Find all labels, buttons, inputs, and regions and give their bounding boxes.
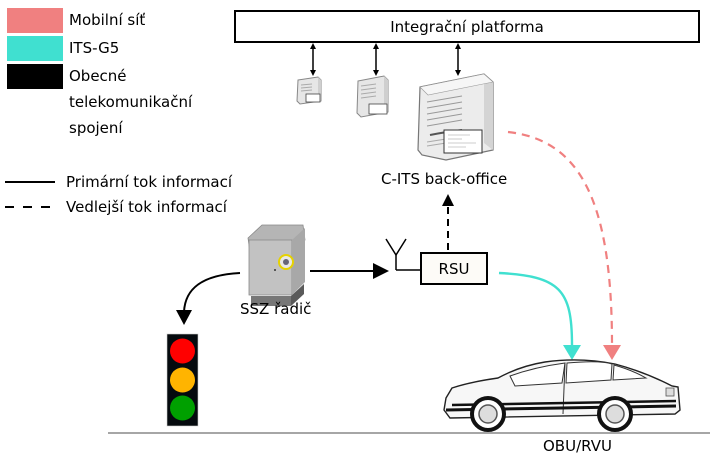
legend-label-general-line3: spojení [69,119,123,137]
flow-mobile-backoffice-to-vehicle [507,130,614,346]
flow-controller-to-traffic-light-arrowhead [176,310,192,325]
rsu-box: RSU [420,252,488,285]
flow-mobile-arrowhead [603,345,621,360]
flow-its-g5-arrowhead [563,345,581,360]
flow-rsu-to-backoffice-arrowhead [442,194,454,206]
legend-label-general-line2: telekomunikační [69,93,193,111]
rsu-label: RSU [438,259,470,278]
vehicle-label: OBU/RVU [543,437,612,455]
traffic-controller-label: SSZ řadič [240,300,312,318]
legend-swatch-mobile [7,8,63,33]
traffic-light-amber [170,367,195,393]
back-office-label: C-ITS back-office [381,170,508,188]
legend-swatch-general [7,64,63,89]
legend-label-its-g5: ITS-G5 [69,39,120,57]
flow-controller-to-traffic-light [183,272,241,313]
flow-its-g5-rsu-to-vehicle [498,271,574,346]
server-small-icon [296,76,322,105]
server-medium-icon [356,75,389,118]
flow-controller-to-rsu-arrowhead [373,263,389,279]
antenna-icon [385,238,420,271]
traffic-light-green [170,395,195,421]
traffic-light-icon [166,333,199,427]
back-office-server-icon [417,73,494,161]
legend-label-general-line1: Obecné [69,67,127,85]
legend-swatch-its-g5 [7,36,63,61]
integration-platform-label: Integrační platforma [390,17,544,36]
integration-platform-box: Integrační platforma [234,10,700,43]
traffic-light-red [170,338,195,364]
legend-label-secondary-flow: Vedlejší tok informací [66,198,227,216]
car-icon [443,359,681,432]
traffic-controller-cabinet-icon [247,224,306,306]
legend-label-mobile: Mobilní síť [69,11,146,29]
legend-label-primary-flow: Primární tok informací [66,173,233,191]
